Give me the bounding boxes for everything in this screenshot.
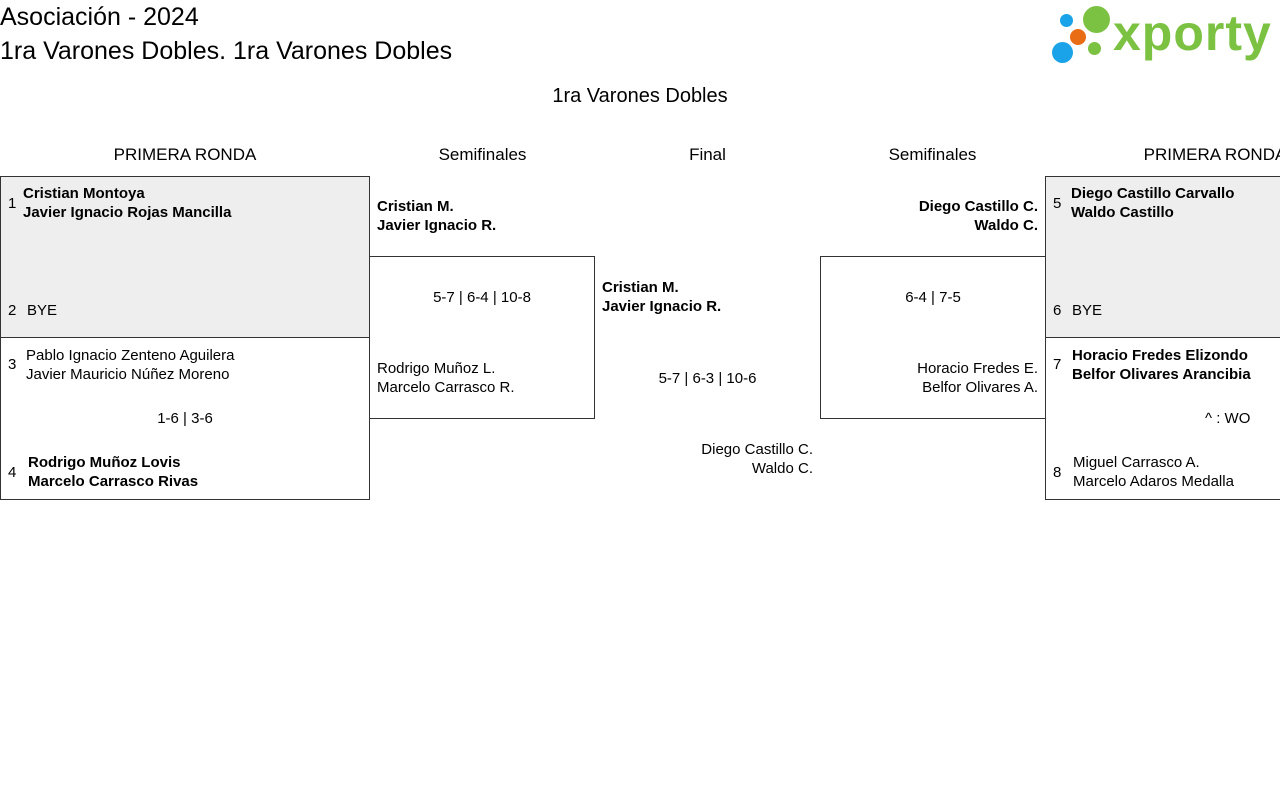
player-name: Rodrigo Muñoz L.	[377, 360, 496, 377]
left-match-1	[0, 176, 370, 338]
xporty-logo[interactable]: xporty	[1052, 4, 1277, 66]
round-title-right-first: PRIMERA RONDA	[1143, 145, 1280, 164]
round-title-final: Final	[689, 145, 726, 164]
player-name: Marcelo Carrasco Rivas	[28, 473, 199, 490]
logo-blue-dot-small	[1060, 14, 1073, 27]
round-title-right-semis: Semifinales	[888, 145, 977, 164]
right-match-1	[1045, 176, 1280, 338]
logo-blue-dot	[1052, 42, 1073, 63]
seed-number: 4	[8, 464, 17, 481]
bracket-title: 1ra Varones Dobles	[552, 85, 728, 107]
match-score: 5-7 | 6-3 | 10-6	[658, 370, 757, 387]
player-name: Javier Ignacio Rojas Mancilla	[23, 204, 232, 221]
bye-label: BYE	[1072, 302, 1103, 319]
match-score: 1-6 | 3-6	[157, 410, 213, 427]
player-name: Diego Castillo C.	[918, 198, 1038, 215]
player-name: Javier Mauricio Núñez Moreno	[26, 366, 230, 383]
player-name: Marcelo Adaros Medalla	[1073, 473, 1234, 490]
player-name: Diego Castillo C.	[701, 441, 813, 458]
player-name: Waldo Castillo	[1071, 204, 1174, 221]
match-score: 5-7 | 6-4 | 10-8	[433, 289, 531, 306]
seed-number: 1	[8, 195, 17, 212]
seed-number: 3	[8, 356, 17, 373]
round-title-left-first: PRIMERA RONDA	[113, 145, 257, 164]
player-name: Horacio Fredes Elizondo	[1072, 347, 1248, 364]
seed-number: 5	[1053, 195, 1062, 212]
seed-number: 8	[1053, 464, 1062, 481]
player-name: Javier Ignacio R.	[602, 298, 722, 315]
logo-orange-dot	[1070, 29, 1086, 45]
walkover-note: ^ : WO	[1205, 410, 1251, 427]
player-name: Cristian Montoya	[23, 185, 145, 202]
player-name: Cristian M.	[602, 279, 679, 296]
match-score: 6-4 | 7-5	[905, 289, 961, 306]
player-name: Waldo C.	[974, 217, 1038, 234]
player-name: Pablo Ignacio Zenteno Aguilera	[26, 347, 235, 364]
logo-green-dot-small	[1088, 42, 1101, 55]
tournament-subtitle: 1ra Varones Dobles. 1ra Varones Dobles	[0, 37, 453, 65]
page-title: Asociación - 2024	[0, 3, 199, 31]
player-name: Horacio Fredes E.	[917, 360, 1038, 377]
logo-green-dot	[1083, 6, 1110, 33]
seed-number: 7	[1053, 356, 1062, 373]
seed-number: 2	[8, 302, 17, 319]
player-name: Rodrigo Muñoz Lovis	[28, 454, 181, 471]
logo-text: xporty	[1113, 5, 1272, 61]
seed-number: 6	[1053, 302, 1062, 319]
player-name: Belfor Olivares A.	[922, 379, 1038, 396]
round-title-left-semis: Semifinales	[438, 145, 527, 164]
player-name: Cristian M.	[377, 198, 454, 215]
right-match-2	[1045, 337, 1280, 500]
left-semis-box	[369, 256, 595, 419]
player-name: Waldo C.	[751, 460, 813, 477]
player-name: Belfor Olivares Arancibia	[1072, 366, 1251, 383]
player-name: Miguel Carrasco A.	[1073, 454, 1200, 471]
player-name: Javier Ignacio R.	[377, 217, 497, 234]
bye-label: BYE	[27, 302, 58, 319]
player-name: Diego Castillo Carvallo	[1071, 185, 1235, 202]
player-name: Marcelo Carrasco R.	[377, 379, 515, 396]
